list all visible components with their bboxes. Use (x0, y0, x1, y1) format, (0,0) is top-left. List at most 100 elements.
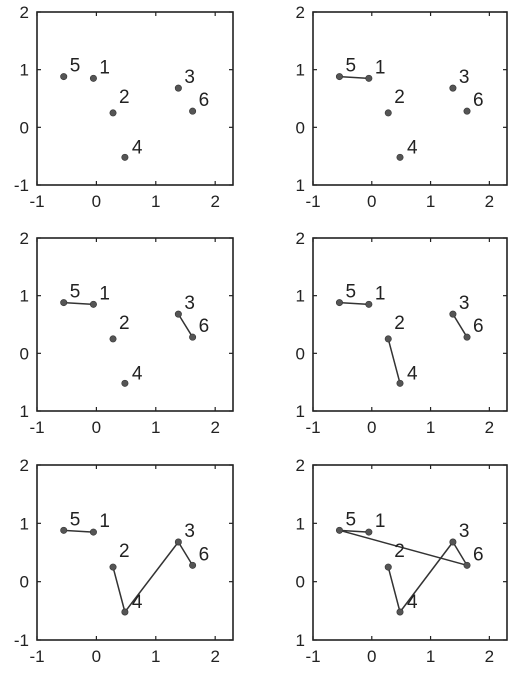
data-point-5 (335, 299, 343, 307)
y-tick-label: 1 (296, 287, 305, 306)
point-label-6: 6 (473, 316, 484, 337)
data-point-6 (189, 107, 197, 115)
point-label-1: 1 (375, 57, 386, 78)
data-point-4 (121, 608, 129, 616)
link-4-3 (399, 541, 454, 613)
point-label-6: 6 (199, 316, 210, 337)
point-label-4: 4 (407, 363, 418, 384)
point-label-4: 4 (132, 363, 143, 384)
x-tick-label: 2 (210, 192, 219, 211)
data-point-3 (449, 310, 457, 318)
x-tick-label: 0 (92, 192, 101, 211)
point-label-2: 2 (394, 313, 405, 334)
x-tick-label: 2 (485, 647, 494, 666)
point-label-3: 3 (459, 521, 470, 542)
y-tick-label: 0 (296, 344, 305, 363)
point-label-5: 5 (345, 56, 356, 77)
data-point-6 (463, 333, 471, 341)
link-3-6 (177, 313, 194, 338)
y-tick-label: 1 (20, 514, 29, 533)
point-label-5: 5 (345, 282, 356, 303)
x-tick-label: 0 (92, 418, 101, 437)
data-point-3 (174, 538, 182, 546)
data-point-4 (396, 379, 404, 387)
point-label-6: 6 (473, 544, 484, 565)
data-point-2 (109, 563, 117, 571)
link-5-1 (339, 529, 369, 533)
plot-frame (36, 11, 234, 186)
y-tick-label: -1 (14, 631, 29, 650)
y-tick-label: 2 (296, 456, 305, 475)
link-2-4 (387, 566, 401, 613)
point-label-1: 1 (375, 283, 386, 304)
data-point-2 (384, 109, 392, 117)
y-tick-label: 1 (296, 514, 305, 533)
data-point-2 (109, 109, 117, 117)
point-label-6: 6 (199, 90, 210, 111)
link-2-4 (112, 566, 126, 613)
y-tick-label: 0 (20, 344, 29, 363)
link-3-6 (452, 541, 468, 566)
point-label-5: 5 (70, 282, 81, 303)
data-point-4 (121, 153, 129, 161)
point-label-5: 5 (345, 509, 356, 530)
x-tick-label: 2 (485, 418, 494, 437)
data-point-1 (89, 300, 97, 308)
data-point-1 (365, 528, 373, 536)
data-point-1 (89, 74, 97, 82)
x-tick-label: -1 (29, 647, 44, 666)
point-label-1: 1 (99, 511, 110, 532)
point-label-5: 5 (70, 509, 81, 530)
link-4-3 (124, 541, 179, 613)
data-point-2 (384, 563, 392, 571)
x-tick-label: 1 (151, 647, 160, 666)
point-label-2: 2 (394, 541, 405, 562)
point-label-6: 6 (199, 544, 210, 565)
point-label-1: 1 (375, 511, 386, 532)
y-tick-label: 1 (20, 287, 29, 306)
data-point-3 (449, 84, 457, 92)
data-point-5 (335, 526, 343, 534)
point-label-3: 3 (184, 521, 195, 542)
y-tick-label: 0 (296, 573, 305, 592)
y-tick-label: 2 (296, 229, 305, 248)
y-tick-label: 0 (296, 118, 305, 137)
link-3-6 (452, 313, 468, 338)
x-tick-label: 1 (151, 192, 160, 211)
plot-frame (312, 464, 508, 641)
y-tick-label: 0 (20, 118, 29, 137)
data-point-4 (396, 608, 404, 616)
link-5-1 (63, 301, 94, 306)
link-5-1 (339, 75, 369, 80)
link-5-1 (339, 301, 369, 306)
data-point-5 (335, 73, 343, 81)
data-point-5 (60, 526, 68, 534)
plot-frame (36, 464, 234, 641)
point-label-2: 2 (119, 541, 130, 562)
plot-frame (312, 237, 508, 412)
x-tick-label: 0 (367, 418, 376, 437)
y-tick-label: 1 (296, 402, 305, 421)
y-tick-label: 1 (296, 61, 305, 80)
link-5-6 (339, 529, 468, 567)
data-point-1 (365, 74, 373, 82)
point-label-1: 1 (99, 57, 110, 78)
y-tick-label: 2 (20, 456, 29, 475)
data-point-6 (189, 333, 197, 341)
y-tick-label: 2 (20, 229, 29, 248)
data-point-5 (60, 73, 68, 81)
y-tick-label: 0 (20, 573, 29, 592)
link-2-4 (387, 338, 401, 384)
point-label-3: 3 (184, 67, 195, 88)
point-label-4: 4 (407, 592, 418, 613)
y-tick-label: 1 (296, 631, 305, 650)
point-label-4: 4 (132, 137, 143, 158)
x-tick-label: 0 (92, 647, 101, 666)
point-label-4: 4 (407, 137, 418, 158)
x-tick-label: 0 (367, 647, 376, 666)
point-label-3: 3 (184, 293, 195, 314)
y-tick-label: 2 (296, 3, 305, 22)
